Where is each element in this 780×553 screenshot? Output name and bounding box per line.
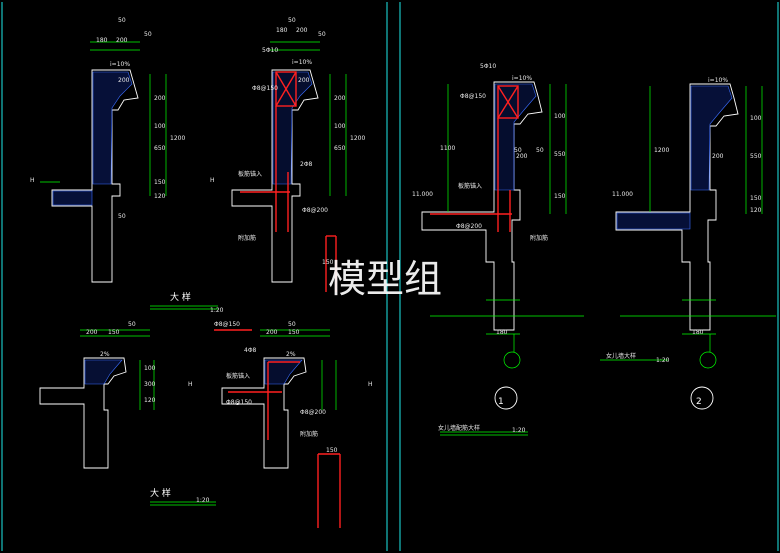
watermark: 模型组 xyxy=(328,257,442,301)
dim-label: 550 xyxy=(554,151,566,158)
dim-label: 150 xyxy=(554,193,566,200)
level-mark: H xyxy=(210,177,215,184)
dim-label: 300 xyxy=(144,381,156,388)
rebar-label: Φ8@150 xyxy=(460,93,486,100)
dim-label: 150 xyxy=(322,259,334,266)
detail-a xyxy=(40,41,218,310)
slope-label: i=10% xyxy=(512,75,532,82)
dim-label: 150 xyxy=(154,179,166,186)
dim-label: 50 xyxy=(288,17,296,24)
note-label: 附加筋 xyxy=(300,430,318,438)
note-label: 板筋锚入 xyxy=(458,182,482,190)
rebar-label: 4Φ8 xyxy=(244,347,257,354)
rebar-label: 2Φ8 xyxy=(300,161,313,168)
dim-label: 200 xyxy=(118,77,130,84)
dim-label: 150 xyxy=(288,329,300,336)
dim-label: 120 xyxy=(750,207,762,214)
level-mark: H xyxy=(368,381,373,388)
rebar-label: 5Φ10 xyxy=(480,63,496,70)
dim-label: 200 xyxy=(266,329,278,336)
scale-label: 1:20 xyxy=(196,497,210,504)
level-mark: H xyxy=(30,177,35,184)
dim-label: 50 xyxy=(118,213,126,220)
slope-label: 2% xyxy=(100,351,110,358)
dim-label: 180 xyxy=(96,37,108,44)
dim-label: 50 xyxy=(514,147,522,154)
detail-title: 大 样 xyxy=(150,487,171,499)
dim-label: 1200 xyxy=(654,147,669,154)
dim-label: 550 xyxy=(750,153,762,160)
dim-label: 100 xyxy=(554,113,566,120)
dim-label: 150 xyxy=(108,329,120,336)
detail-title: 大 样 xyxy=(170,291,191,303)
dim-label: 180 xyxy=(692,329,704,336)
dim-label: 120 xyxy=(154,193,166,200)
dim-label: 100 xyxy=(750,115,762,122)
detail-number: 2 xyxy=(696,397,702,407)
detail-1 xyxy=(421,81,584,436)
detail-title: 女儿墙配筋大样 xyxy=(438,424,480,432)
note-label: 附加筋 xyxy=(238,234,256,242)
rebar-label: Φ8@200 xyxy=(302,207,328,214)
dim-label: 650 xyxy=(154,145,166,152)
dim-label: 200 xyxy=(298,77,310,84)
scale-label: 1:20 xyxy=(210,307,224,314)
detail-number: 1 xyxy=(498,397,504,407)
rebar-label: 5Φ10 xyxy=(262,47,278,54)
rebar-label: Φ8@200 xyxy=(300,409,326,416)
scale-label: 1:20 xyxy=(656,357,670,364)
note-label: 附加筋 xyxy=(530,234,548,242)
slope-label: i=10% xyxy=(292,59,312,66)
level-mark: 11.000 xyxy=(612,191,633,198)
rebar-label: Φ8@200 xyxy=(456,223,482,230)
dim-label: 650 xyxy=(334,145,346,152)
detail-b xyxy=(231,41,347,292)
detail-2 xyxy=(494,83,776,410)
dim-label: 180 xyxy=(276,27,288,34)
dim-label: 50 xyxy=(118,17,126,24)
dim-label: 1100 xyxy=(440,145,455,152)
dim-label: 100 xyxy=(334,123,346,130)
dim-label: 1200 xyxy=(350,135,365,142)
dim-label: 50 xyxy=(536,147,544,154)
detail-d xyxy=(214,329,341,528)
dim-label: 50 xyxy=(128,321,136,328)
dim-label: 50 xyxy=(318,31,326,38)
dim-label: 200 xyxy=(116,37,128,44)
detail-c xyxy=(39,329,216,506)
dim-label: 120 xyxy=(144,397,156,404)
dim-label: 50 xyxy=(288,321,296,328)
dim-label: 200 xyxy=(86,329,98,336)
dim-label: 150 xyxy=(750,195,762,202)
note-label: 板筋锚入 xyxy=(238,170,262,178)
dim-label: 50 xyxy=(144,31,152,38)
dim-label: 150 xyxy=(326,447,338,454)
dim-label: 200 xyxy=(296,27,308,34)
rebar-label: Φ8@150 xyxy=(214,321,240,328)
rebar-label: Φ8@150 xyxy=(252,85,278,92)
dim-label: 200 xyxy=(334,95,346,102)
note-label: 板筋锚入 xyxy=(226,372,250,380)
dim-label: 1200 xyxy=(170,135,185,142)
dim-label: 180 xyxy=(496,329,508,336)
slope-label: 2% xyxy=(286,351,296,358)
scale-label: 1:20 xyxy=(512,427,526,434)
dim-label: 200 xyxy=(516,153,528,160)
dim-label: 100 xyxy=(144,365,156,372)
slope-label: i=10% xyxy=(708,77,728,84)
dim-label: 200 xyxy=(154,95,166,102)
detail-title: 女儿墙大样 xyxy=(606,352,636,360)
dim-label: 100 xyxy=(154,123,166,130)
rebar-label: Φ8@150 xyxy=(226,399,252,406)
level-mark: 11.000 xyxy=(412,191,433,198)
level-mark: H xyxy=(188,381,193,388)
slope-label: i=10% xyxy=(110,61,130,68)
dim-label: 200 xyxy=(712,153,724,160)
